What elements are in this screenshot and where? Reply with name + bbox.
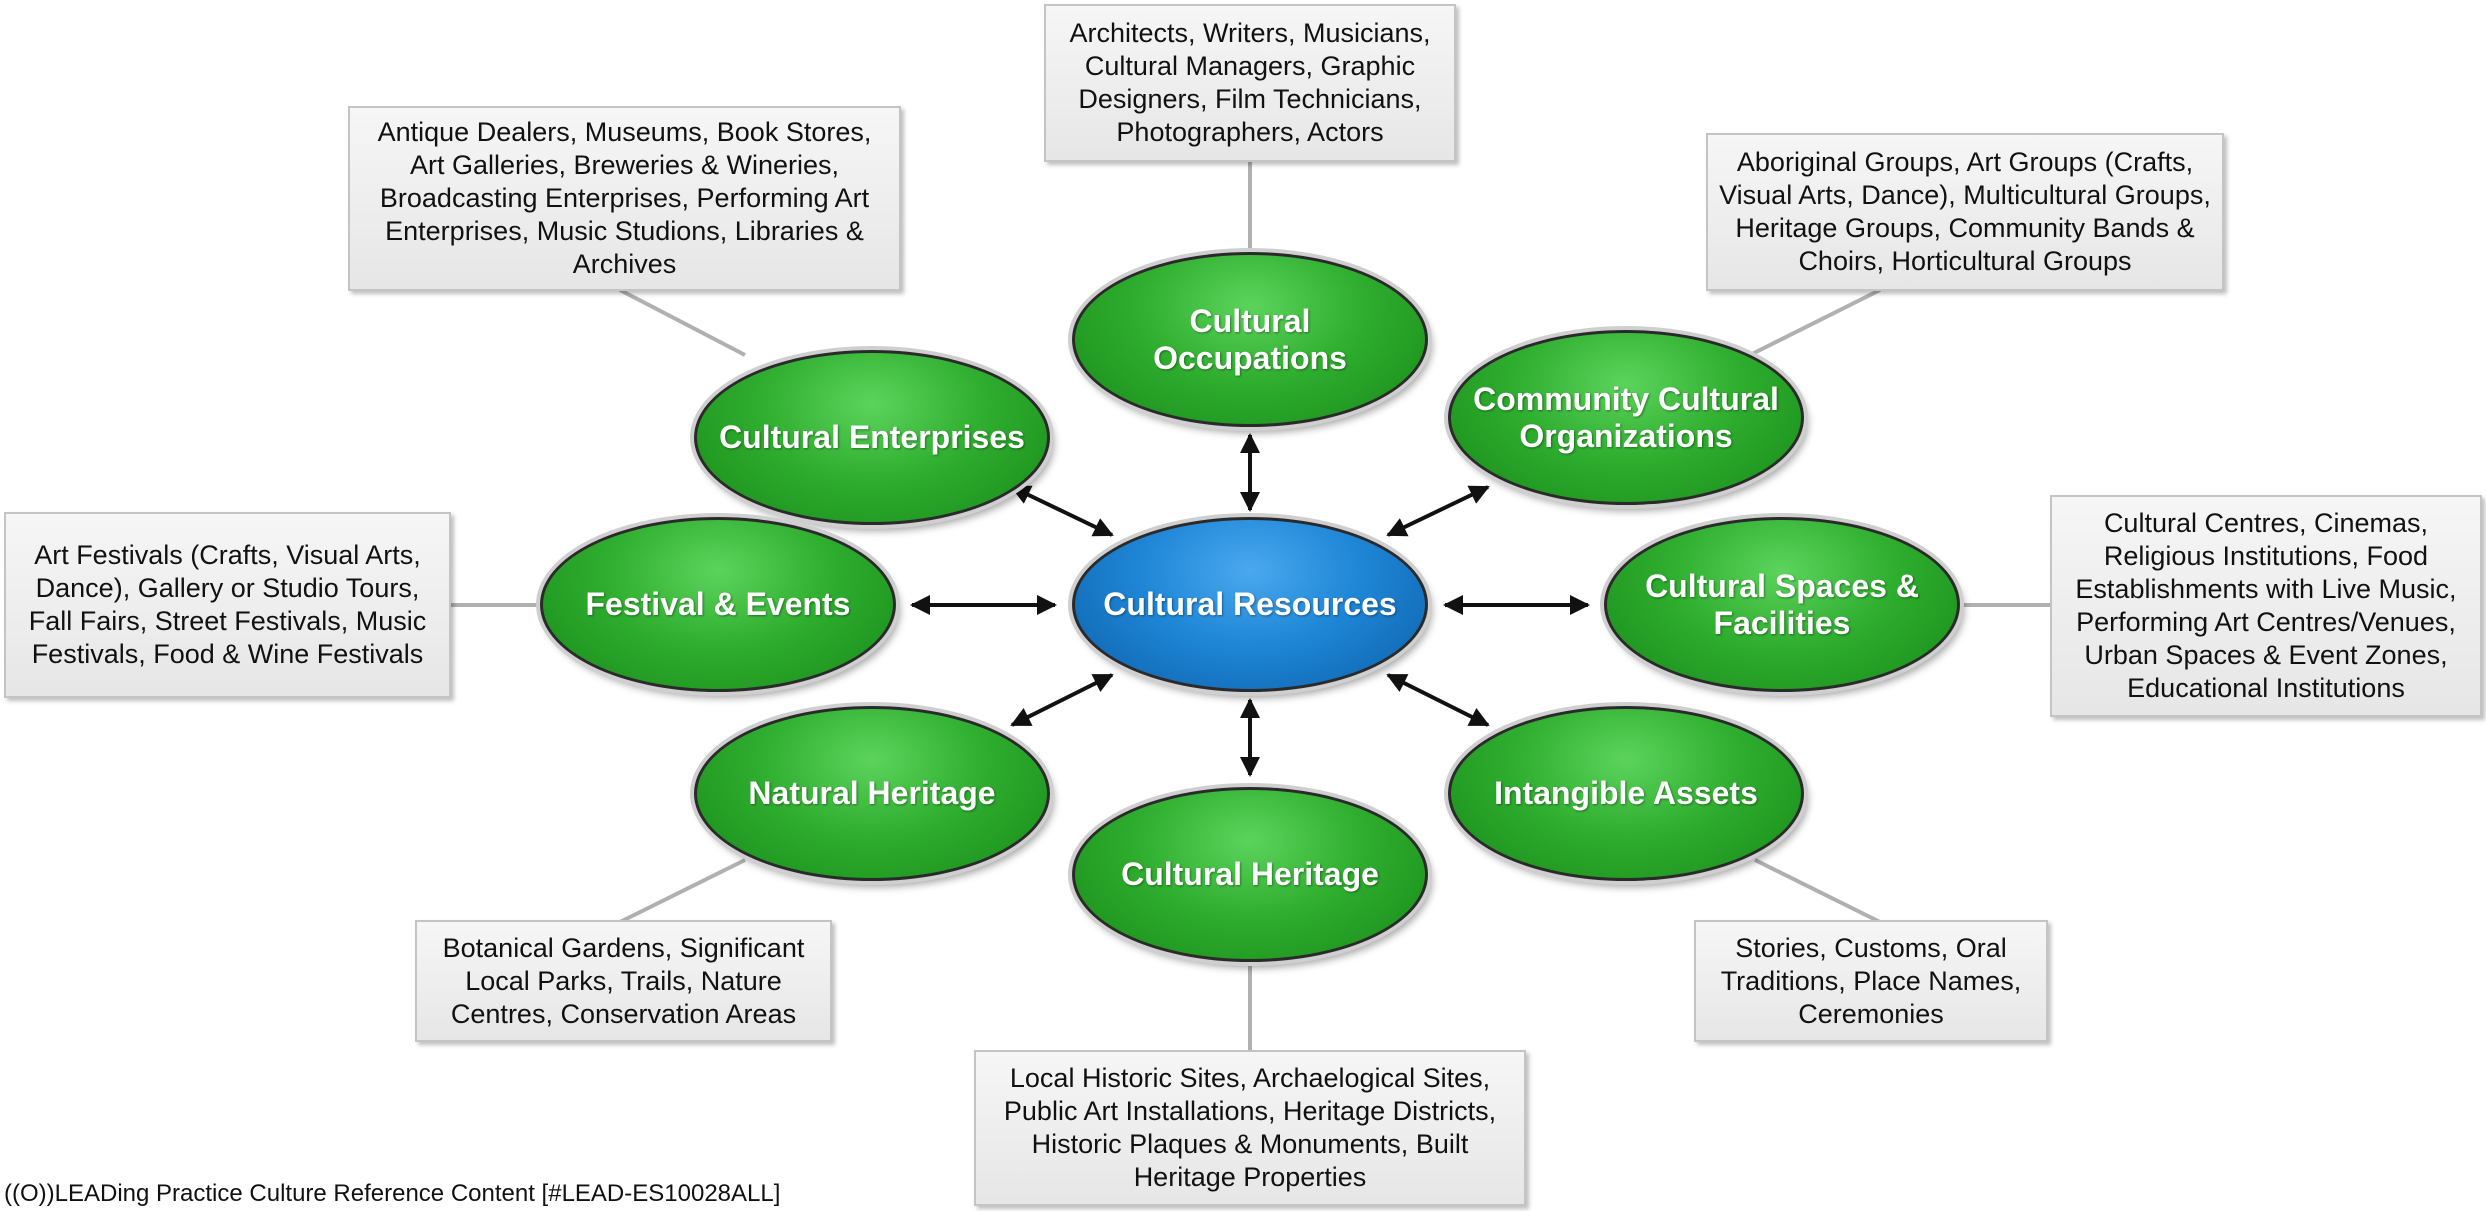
connector-community [1749,288,1881,357]
node-cultural-heritage-label: Cultural Heritage [1121,856,1379,892]
node-festival-events-label: Festival & Events [585,586,851,622]
node-cultural-resources: Cultural Resources [1072,517,1428,692]
connector-natural [619,858,746,924]
connector-intangible [1754,858,1881,924]
box-cultural-heritage-text: Local Historic Sites, Archaelogical Site… [1003,1063,1497,1192]
connector-enterprises [619,288,746,357]
arrow-community [1386,485,1490,537]
node-cultural-occupations: Cultural Occupations [1072,252,1428,427]
node-cultural-resources-label: Cultural Resources [1103,586,1397,622]
node-intangible-assets-label: Intangible Assets [1494,775,1758,811]
box-cultural-heritage: Local Historic Sites, Archaelogical Site… [974,1050,1526,1206]
node-cultural-spaces-facilities: Cultural Spaces & Facilities [1604,517,1960,692]
box-natural-heritage: Botanical Gardens, Significant Local Par… [415,920,832,1042]
box-cultural-occupations: Architects, Writers, Musicians, Cultural… [1044,4,1456,162]
box-community-cultural-organizations-text: Aboriginal Groups, Art Groups (Crafts, V… [1719,147,2211,276]
box-natural-heritage-text: Botanical Gardens, Significant Local Par… [442,932,805,1029]
box-festival-events-text: Art Festivals (Crafts, Visual Arts, Danc… [28,540,427,669]
arrow-natural [1010,673,1114,727]
node-cultural-enterprises: Cultural Enterprises [694,350,1050,525]
box-community-cultural-organizations: Aboriginal Groups, Art Groups (Crafts, V… [1706,133,2224,291]
node-cultural-enterprises-label: Cultural Enterprises [719,419,1025,455]
node-intangible-assets: Intangible Assets [1448,706,1804,881]
node-community-cultural-organizations-label: Community Cultural Organizations [1473,380,1779,454]
arrow-intangible [1386,673,1490,727]
node-cultural-spaces-facilities-label: Cultural Spaces & Facilities [1645,567,1919,641]
node-cultural-heritage: Cultural Heritage [1072,787,1428,962]
box-cultural-occupations-text: Architects, Writers, Musicians, Cultural… [1069,18,1431,147]
node-natural-heritage: Natural Heritage [694,706,1050,881]
box-cultural-enterprises: Antique Dealers, Museums, Book Stores, A… [348,106,901,291]
node-natural-heritage-label: Natural Heritage [748,775,996,811]
box-cultural-spaces-facilities-text: Cultural Centres, Cinemas, Religious Ins… [2075,508,2457,703]
box-intangible-assets-text: Stories, Customs, Oral Traditions, Place… [1720,932,2022,1029]
footer-credit: ((O))LEADing Practice Culture Reference … [4,1180,781,1207]
node-cultural-occupations-label: Cultural Occupations [1153,302,1347,376]
box-intangible-assets: Stories, Customs, Oral Traditions, Place… [1694,920,2048,1042]
node-community-cultural-organizations: Community Cultural Organizations [1448,330,1804,505]
box-festival-events: Art Festivals (Crafts, Visual Arts, Danc… [4,512,451,698]
box-cultural-spaces-facilities: Cultural Centres, Cinemas, Religious Ins… [2050,495,2482,717]
arrow-enterprises [1010,485,1114,537]
box-cultural-enterprises-text: Antique Dealers, Museums, Book Stores, A… [377,117,872,279]
node-festival-events: Festival & Events [540,517,896,692]
